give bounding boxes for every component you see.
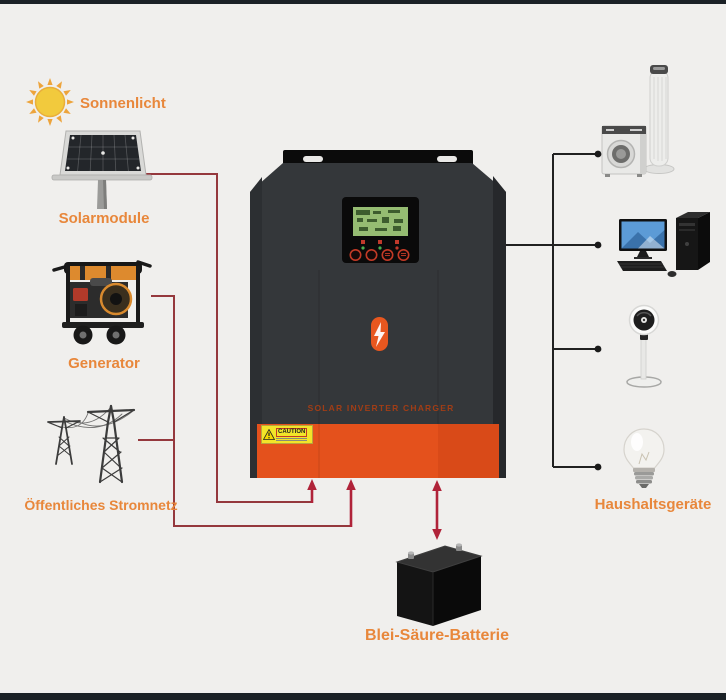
- tower-fan-icon: [643, 65, 675, 174]
- connector-generator-to-inverter: [151, 295, 351, 527]
- label-sunlight: Sonnenlicht: [80, 95, 166, 112]
- lightning-logo-icon: [371, 317, 388, 351]
- caution-text: CAUTION: [276, 427, 308, 437]
- connector-inverter-to-appliances: [506, 153, 595, 468]
- label-solar-modules: Solarmodule: [58, 210, 150, 227]
- label-public-grid: Öffentliches Stromnetz: [24, 497, 178, 513]
- battery-icon: [395, 543, 483, 626]
- desktop-computer-icon: [617, 212, 710, 277]
- top-border: [0, 0, 726, 4]
- arrow-ac-input: [346, 479, 356, 527]
- connector-solar-to-inverter: [142, 173, 312, 503]
- power-grid-icon: [47, 404, 136, 484]
- label-generator: Generator: [68, 355, 140, 372]
- caution-fine-print: [276, 437, 308, 442]
- connector-inverter-to-battery: [432, 480, 442, 540]
- battery-terminals: [408, 543, 462, 559]
- warning-triangle-icon: [263, 429, 275, 440]
- arrow-solar-input: [307, 479, 317, 503]
- appliance-connector-dots: [594, 150, 602, 471]
- label-battery: Blei-Säure-Batterie: [364, 627, 510, 644]
- label-appliances: Haushaltsgeräte: [594, 496, 712, 513]
- caution-label: CAUTION: [261, 425, 313, 444]
- generator-icon: [52, 260, 152, 345]
- pedestal-fan-icon: [626, 304, 662, 388]
- sun-icon: [26, 78, 74, 126]
- status-indicators: [361, 240, 399, 250]
- panel-buttons[interactable]: [349, 249, 410, 262]
- washing-machine-icon: [601, 125, 647, 177]
- bottom-border: [0, 693, 726, 700]
- light-bulb-icon: [623, 428, 665, 488]
- solar-panel-icon: [51, 130, 153, 209]
- inverter-model-text: SOLAR INVERTER CHARGER: [307, 403, 455, 413]
